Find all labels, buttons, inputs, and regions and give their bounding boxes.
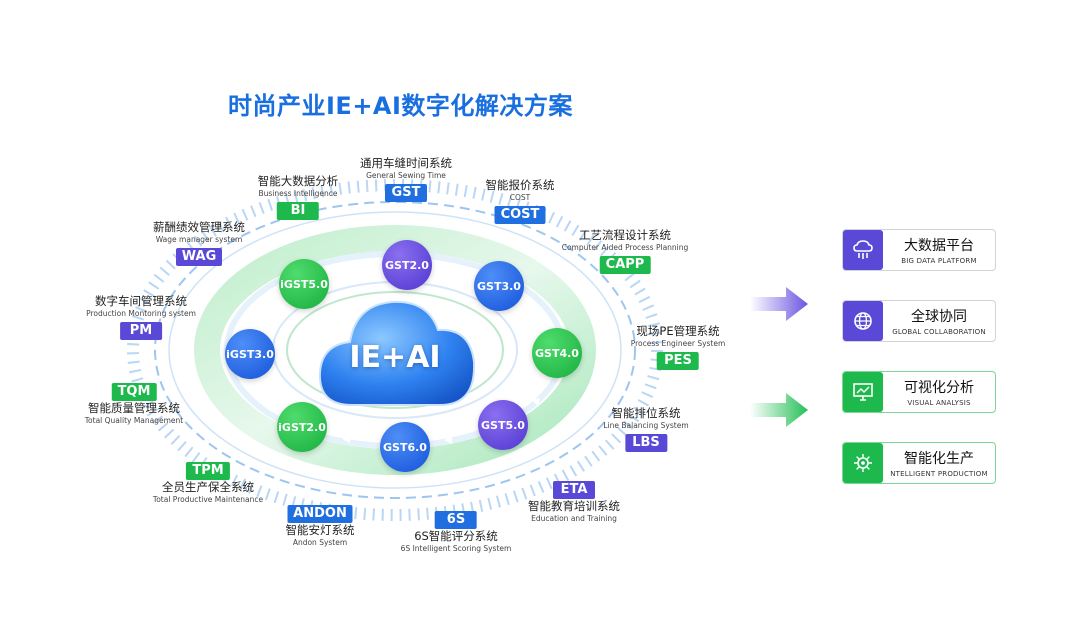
badge-pm: PM <box>120 322 162 340</box>
badge-bi: BI <box>277 202 319 220</box>
badge-andon: ANDON <box>287 505 353 523</box>
center-label: IE+AI <box>349 340 441 375</box>
badge-capp: CAPP <box>599 256 651 274</box>
node-igst3: iGST3.0 <box>225 329 275 379</box>
node-igst5: iGST5.0 <box>279 259 329 309</box>
node-igst2: iGST2.0 <box>277 402 327 452</box>
big-data-icon <box>843 230 883 270</box>
page-title: 时尚产业IE+AI数字化解决方案 <box>228 92 573 120</box>
node-gst6: GST6.0 <box>380 422 430 472</box>
badge-6s: 6S <box>435 511 477 529</box>
arrow-right-green-icon <box>750 393 808 427</box>
chart-monitor-icon <box>843 372 883 412</box>
globe-icon <box>843 301 883 341</box>
gear-chip-icon <box>843 443 883 483</box>
node-gst3: GST3.0 <box>474 261 524 311</box>
badge-tpm: TPM <box>186 462 230 480</box>
arrow-right-purple-icon <box>750 287 808 321</box>
node-gst4: GST4.0 <box>532 328 582 378</box>
inner-ring-2 <box>286 291 504 409</box>
badge-eta: ETA <box>553 481 595 499</box>
badge-gst: GST <box>385 184 427 202</box>
outer-line-ring <box>168 211 622 489</box>
flow-arrows <box>256 264 542 444</box>
cloud-icon <box>318 300 476 406</box>
node-gst2: GST2.0 <box>382 240 432 290</box>
badge-cost: COST <box>494 206 546 224</box>
ring-diagram <box>127 179 663 521</box>
badge-lbs: LBS <box>624 434 667 452</box>
badge-pes: PES <box>657 352 699 370</box>
outer-tick-ring-2 <box>154 201 636 499</box>
node-gst5: GST5.0 <box>478 400 528 450</box>
badge-wag: WAG <box>175 248 223 266</box>
badge-tqm: TQM <box>111 383 157 401</box>
